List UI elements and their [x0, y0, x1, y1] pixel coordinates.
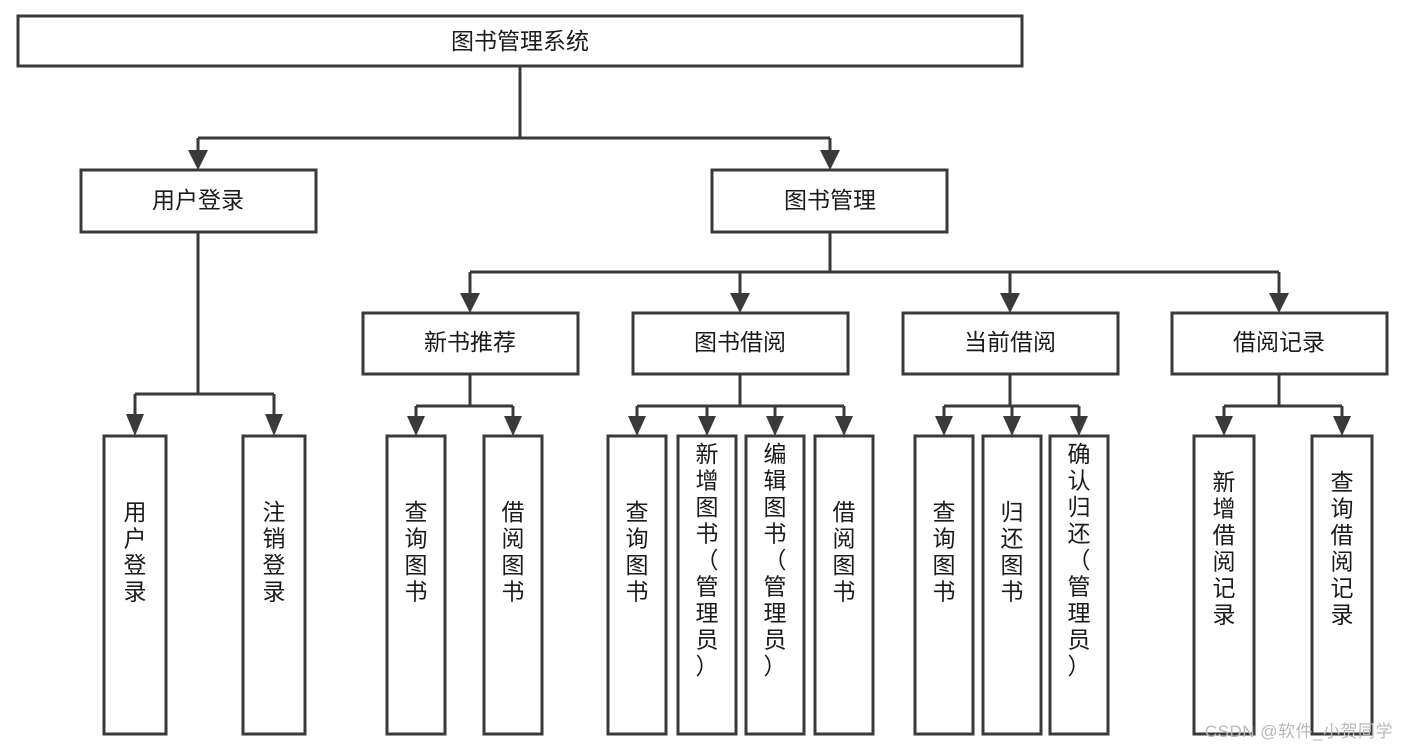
connector-bookborrow-to-leaves	[628, 374, 853, 436]
connector-newbook-to-leaves	[407, 374, 522, 436]
node-label-leaf-query-book-current: 查询图书	[933, 499, 956, 605]
node-label-borrow-record: 借阅记录	[1233, 329, 1325, 355]
node-box-leaf-edit-book-admin[interactable]	[744, 434, 806, 736]
connector-root-to-level2	[188, 66, 840, 170]
node-box-current-borrow[interactable]	[901, 311, 1120, 376]
node-new-book-recommend[interactable]: 新书推荐	[361, 311, 580, 376]
connector-userlogin-to-leaves	[126, 232, 283, 436]
connector-record-to-leaves	[1215, 374, 1351, 436]
arrow-head-leaf-9	[935, 416, 953, 436]
node-leaf-borrow-book-new[interactable]: 借阅图书	[482, 434, 544, 736]
node-label-leaf-query-book-new: 查询图书	[405, 499, 428, 605]
node-box-leaf-return-book[interactable]	[981, 434, 1043, 736]
arrow-head-leaf-1	[126, 414, 144, 436]
node-label-leaf-logout: 注销登录	[263, 499, 286, 605]
node-box-leaf-borrow-book[interactable]	[813, 434, 875, 736]
node-label-book-borrow: 图书借阅	[694, 329, 786, 355]
node-box-leaf-query-book-new[interactable]	[385, 434, 447, 736]
node-book-management[interactable]: 图书管理	[710, 168, 949, 234]
arrow-head-leaf-13	[1333, 416, 1351, 436]
arrow-head-leaf-8	[835, 416, 853, 436]
node-leaf-query-book[interactable]: 查询图书	[606, 434, 668, 736]
node-box-leaf-confirm-return-admin[interactable]	[1048, 434, 1110, 736]
arrow-head-leaf-4	[504, 416, 522, 436]
node-box-borrow-record[interactable]	[1170, 311, 1389, 376]
node-leaf-return-book[interactable]: 归还图书	[981, 434, 1043, 736]
arrow-head-leaf-12	[1215, 416, 1233, 436]
node-box-user-login[interactable]	[79, 168, 318, 234]
node-label-leaf-query-book: 查询图书	[626, 499, 649, 605]
node-layer: 图书管理系统 用户登录 图书管理 新书推荐 图书借阅 当前	[16, 14, 1389, 736]
node-leaf-add-borrow-record[interactable]: 新增借阅记录	[1192, 434, 1256, 736]
node-box-leaf-query-book-current[interactable]	[913, 434, 975, 736]
node-box-leaf-add-book-admin[interactable]	[676, 434, 738, 736]
arrow-head-record	[1269, 293, 1289, 313]
arrow-head-borrow	[730, 293, 750, 313]
node-box-root[interactable]	[16, 14, 1024, 68]
arrow-head-leaf-6	[698, 416, 716, 436]
node-box-leaf-user-login[interactable]	[102, 434, 168, 736]
node-leaf-user-login[interactable]: 用户登录	[102, 434, 168, 736]
node-box-leaf-query-book[interactable]	[606, 434, 668, 736]
node-label-leaf-confirm-return-admin: 确认归还（管理员）	[1068, 441, 1091, 679]
node-leaf-logout[interactable]: 注销登录	[241, 434, 307, 736]
node-box-book-borrow[interactable]	[631, 311, 850, 376]
node-box-leaf-add-borrow-record[interactable]	[1192, 434, 1256, 736]
node-root-system[interactable]: 图书管理系统	[16, 14, 1024, 68]
node-borrow-record[interactable]: 借阅记录	[1170, 311, 1389, 376]
node-box-leaf-query-borrow-record[interactable]	[1310, 434, 1374, 736]
node-label-leaf-add-borrow-record: 新增借阅记录	[1213, 469, 1236, 628]
node-leaf-confirm-return-admin[interactable]: 确认归还（管理员）	[1048, 434, 1110, 736]
node-box-book-management[interactable]	[710, 168, 949, 234]
node-label-leaf-borrow-book-new: 借阅图书	[502, 499, 525, 605]
arrow-head-leaf-10	[1003, 416, 1021, 436]
node-leaf-edit-book-admin[interactable]: 编辑图书（管理员）	[744, 434, 806, 736]
node-box-new-book-recommend[interactable]	[361, 311, 580, 376]
node-leaf-borrow-book[interactable]: 借阅图书	[813, 434, 875, 736]
arrow-head-leaf-11	[1070, 416, 1088, 436]
node-label-leaf-edit-book-admin: 编辑图书（管理员）	[764, 441, 787, 679]
arrow-head-newbook	[460, 293, 480, 313]
connector-current-to-leaves	[935, 374, 1088, 436]
node-leaf-query-borrow-record[interactable]: 查询借阅记录	[1310, 434, 1374, 736]
node-current-borrow[interactable]: 当前借阅	[901, 311, 1120, 376]
node-label-leaf-add-book-admin: 新增图书（管理员）	[696, 441, 719, 679]
node-label-user-login: 用户登录	[152, 187, 244, 213]
node-user-login[interactable]: 用户登录	[79, 168, 318, 234]
arrow-head-book-mgmt	[820, 150, 840, 170]
node-box-leaf-borrow-book-new[interactable]	[482, 434, 544, 736]
arrow-head-user-login	[188, 150, 208, 170]
node-box-leaf-logout[interactable]	[241, 434, 307, 736]
node-label-book-management: 图书管理	[784, 187, 876, 213]
node-label-current-borrow: 当前借阅	[964, 329, 1056, 355]
connector-layer	[126, 66, 1351, 436]
node-leaf-query-book-current[interactable]: 查询图书	[913, 434, 975, 736]
node-label-leaf-user-login: 用户登录	[124, 499, 147, 605]
node-leaf-add-book-admin[interactable]: 新增图书（管理员）	[676, 434, 738, 736]
node-label-leaf-return-book: 归还图书	[1001, 499, 1024, 605]
arrow-head-leaf-5	[628, 416, 646, 436]
arrow-head-leaf-7	[766, 416, 784, 436]
node-book-borrow[interactable]: 图书借阅	[631, 311, 850, 376]
node-label-leaf-query-borrow-record: 查询借阅记录	[1331, 469, 1354, 628]
node-label-root: 图书管理系统	[451, 28, 589, 54]
arrow-head-leaf-2	[265, 414, 283, 436]
arrow-head-current	[1000, 293, 1020, 313]
node-leaf-query-book-new[interactable]: 查询图书	[385, 434, 447, 736]
connector-bookmgmt-to-level3	[460, 232, 1289, 313]
node-label-new-book-recommend: 新书推荐	[424, 329, 516, 355]
arrow-head-leaf-3	[407, 416, 425, 436]
node-label-leaf-borrow-book: 借阅图书	[833, 499, 856, 605]
